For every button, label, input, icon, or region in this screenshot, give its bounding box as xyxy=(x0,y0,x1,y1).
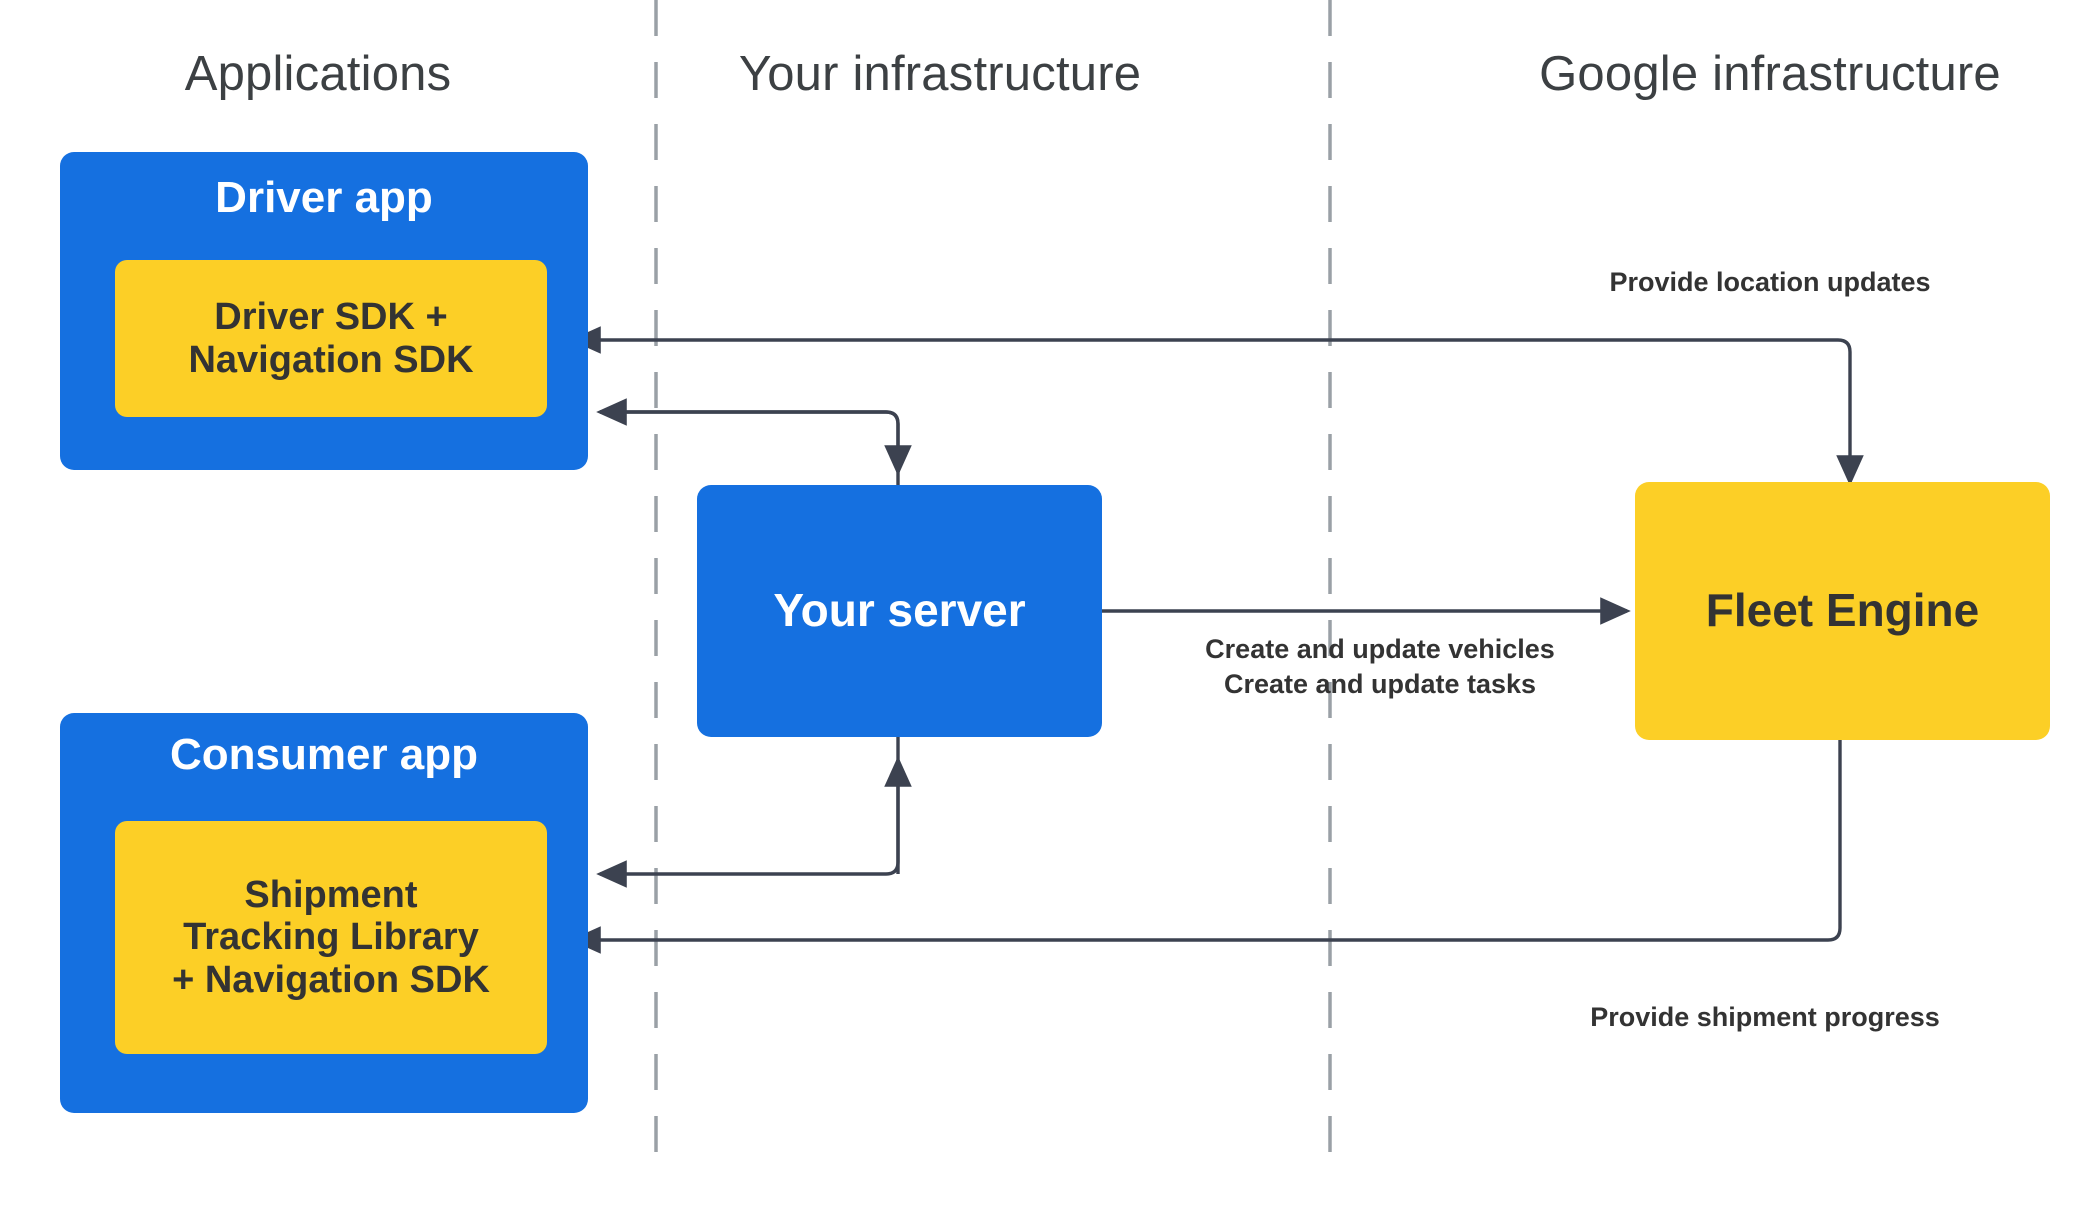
edge-server-to-consumer xyxy=(596,737,900,888)
driver-app-label: Driver app xyxy=(215,173,433,222)
driver-sdk-label: Driver SDK +Navigation SDK xyxy=(188,295,474,381)
edge-server-to-driver xyxy=(596,398,900,485)
column-header-your-infrastructure: Your infrastructure xyxy=(738,47,1142,101)
edge-provide-location-updates xyxy=(570,326,1864,486)
consumer-app-label: Consumer app xyxy=(169,730,479,779)
fleet-engine-label: Fleet Engine xyxy=(1705,584,1980,637)
edge-driver-to-server xyxy=(600,412,898,485)
node-driver-app[interactable]: Driver app Driver SDK +Navigation SDK xyxy=(60,152,588,470)
your-server-label: Your server xyxy=(773,584,1026,637)
node-fleet-engine[interactable]: Fleet Engine xyxy=(1635,482,2050,740)
column-header-google-infrastructure: Google infrastructure xyxy=(1539,47,2001,101)
edge-provide-shipment-progress xyxy=(570,740,1842,954)
edge-label-provide-shipment-progress: Provide shipment progress xyxy=(1590,1002,1940,1032)
edge-label-provide-location-updates: Provide location updates xyxy=(1609,267,1931,297)
node-driver-sdk[interactable]: Driver SDK +Navigation SDK xyxy=(115,260,547,417)
column-header-applications: Applications xyxy=(184,47,452,101)
node-your-server[interactable]: Your server xyxy=(697,485,1102,737)
